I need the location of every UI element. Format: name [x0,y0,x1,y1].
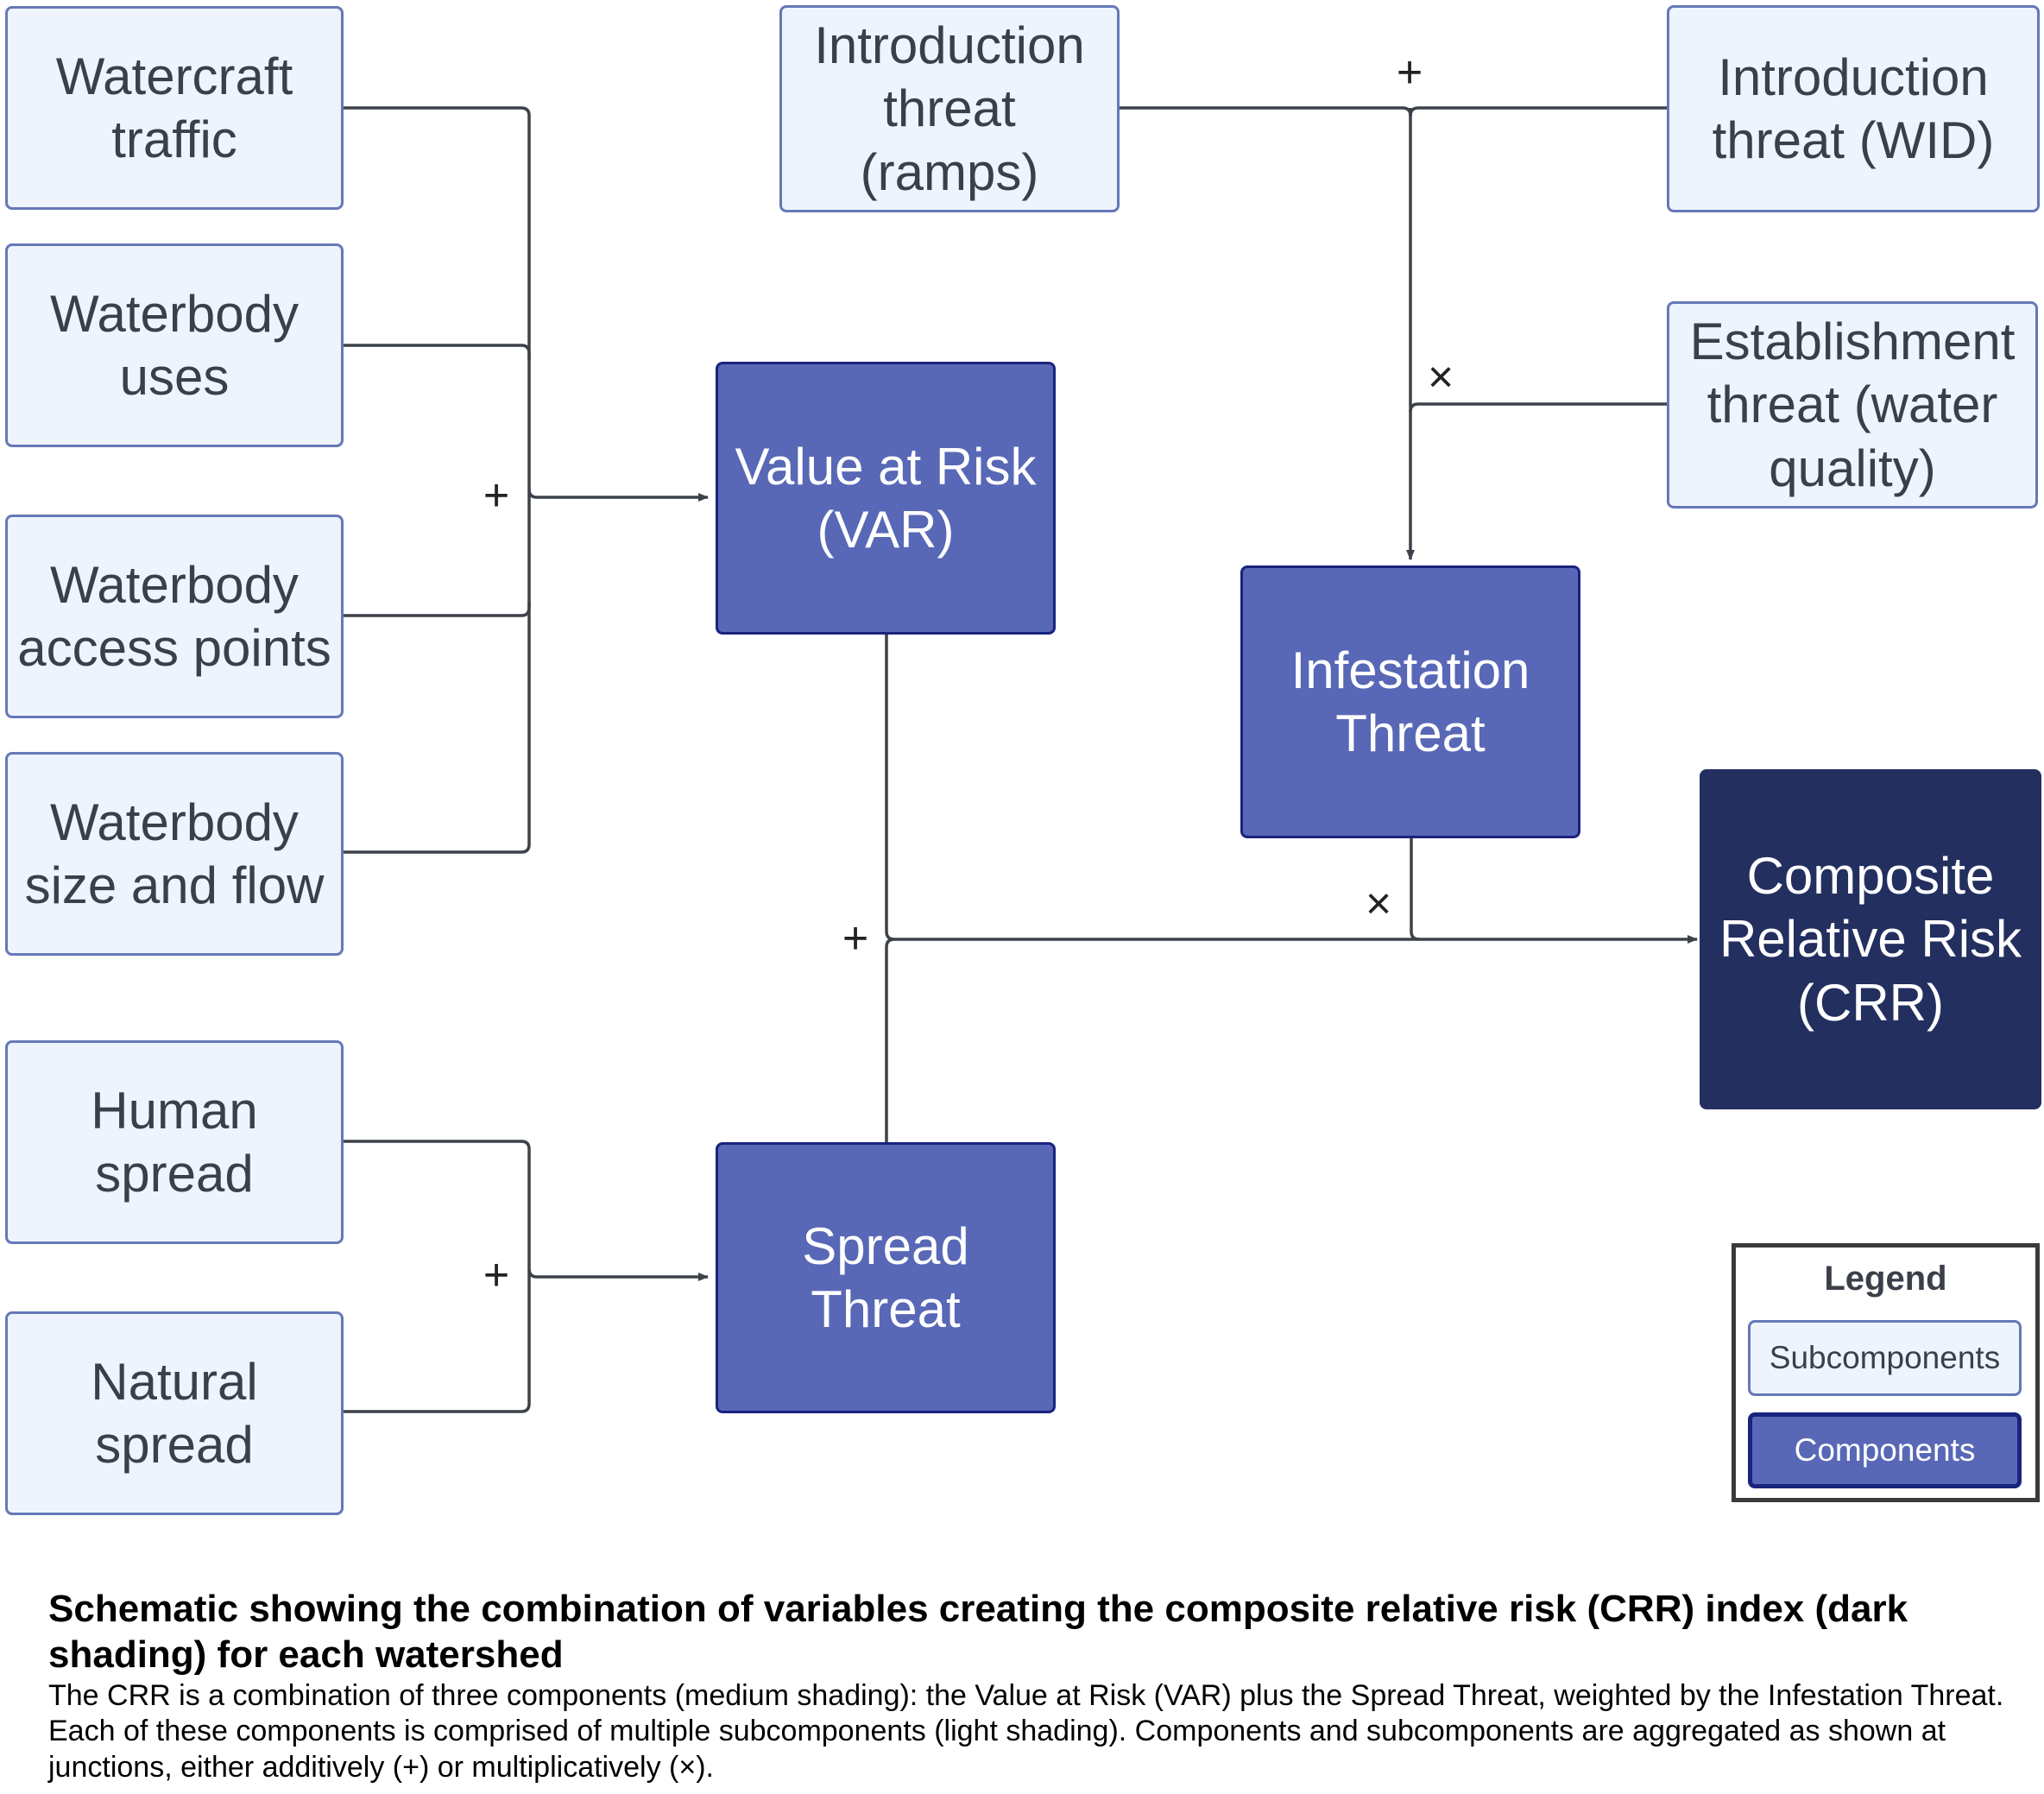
connector-establishment [1409,402,1667,413]
composite-relative-risk: Composite Relative Risk (CRR) [1700,769,2041,1109]
operator-establishment-product: × [1427,352,1454,403]
operator-intro-sum: + [1396,47,1423,98]
subcomponent-establishment-water-quality: Establishment threat (water quality) [1667,301,2038,509]
connector-var-down [885,634,895,941]
operator-infestation-product: × [1365,879,1392,930]
subcomponent-introduction-wid: Introduction threat (WID) [1667,5,2040,212]
component-value-at-risk: Value at Risk (VAR) [716,362,1056,635]
connector-intro-wid [1409,106,1667,117]
legend: Legend Subcomponents Components [1732,1243,2040,1502]
caption-body: The CRR is a combination of three compon… [48,1679,2004,1784]
subcomponent-watercraft-traffic: Watercraft traffic [5,6,344,210]
subcomponent-human-spread: Human spread [5,1040,344,1244]
operator-spread-sum: + [483,1250,510,1301]
connector-infestation-down [1410,837,1420,941]
operator-var-sum: + [483,471,510,521]
subcomponent-natural-spread: Natural spread [5,1311,344,1515]
connector-watercraft-traffic [343,106,531,854]
connector-spread-arrow [527,1268,709,1281]
subcomponent-waterbody-size-flow: Waterbody size and flow [5,752,344,956]
legend-title: Legend [1824,1260,1947,1298]
component-spread-threat: Spread Threat [716,1142,1056,1413]
connector-intro-ramps [1120,106,1412,117]
subcomponent-waterbody-access-points: Waterbody access points [5,515,344,718]
component-infestation-threat: Infestation Threat [1240,565,1580,838]
legend-components: Components [1748,1412,2022,1488]
connector-human-natural [343,1140,531,1413]
subcomponent-introduction-ramps: Introduction threat (ramps) [779,5,1120,212]
connector-waterbody-uses [343,344,531,359]
operator-var-spread-sum: + [842,913,869,964]
connector-waterbody-access [343,602,531,617]
subcomponent-waterbody-uses: Waterbody uses [5,243,344,447]
connector-var-arrow [527,489,709,502]
legend-subcomponents: Subcomponents [1748,1320,2022,1396]
caption-title: Schematic showing the combination of var… [48,1588,1908,1676]
connector-spread-up [885,938,895,1142]
